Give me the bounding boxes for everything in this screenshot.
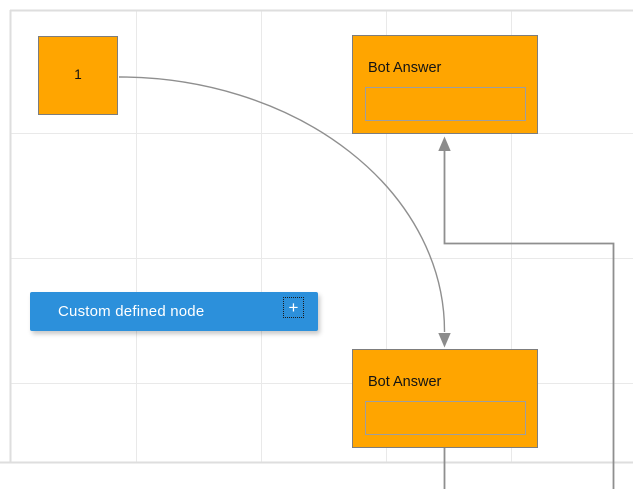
node-label: Custom defined node <box>58 303 205 320</box>
node-title: Bot Answer <box>368 374 442 390</box>
node-bot-answer-top[interactable]: Bot Answer <box>352 35 538 134</box>
connector-orthogonal-segment-in[interactable] <box>443 151 615 489</box>
node-start[interactable]: 1 <box>38 36 118 115</box>
add-port-button[interactable]: + <box>283 297 304 318</box>
connector-orthogonal[interactable] <box>438 136 615 489</box>
node-title: Bot Answer <box>368 60 442 76</box>
node-custom-defined[interactable]: Custom defined node + <box>30 292 318 331</box>
arrowhead-up-icon <box>438 136 451 151</box>
node-bot-answer-bottom[interactable]: Bot Answer <box>352 349 538 448</box>
node-text-field[interactable] <box>365 87 526 121</box>
connector-curved-path[interactable] <box>118 76 446 333</box>
connector-curved[interactable] <box>118 76 451 348</box>
node-text-field[interactable] <box>365 401 526 435</box>
arrowhead-down-icon <box>438 333 451 348</box>
